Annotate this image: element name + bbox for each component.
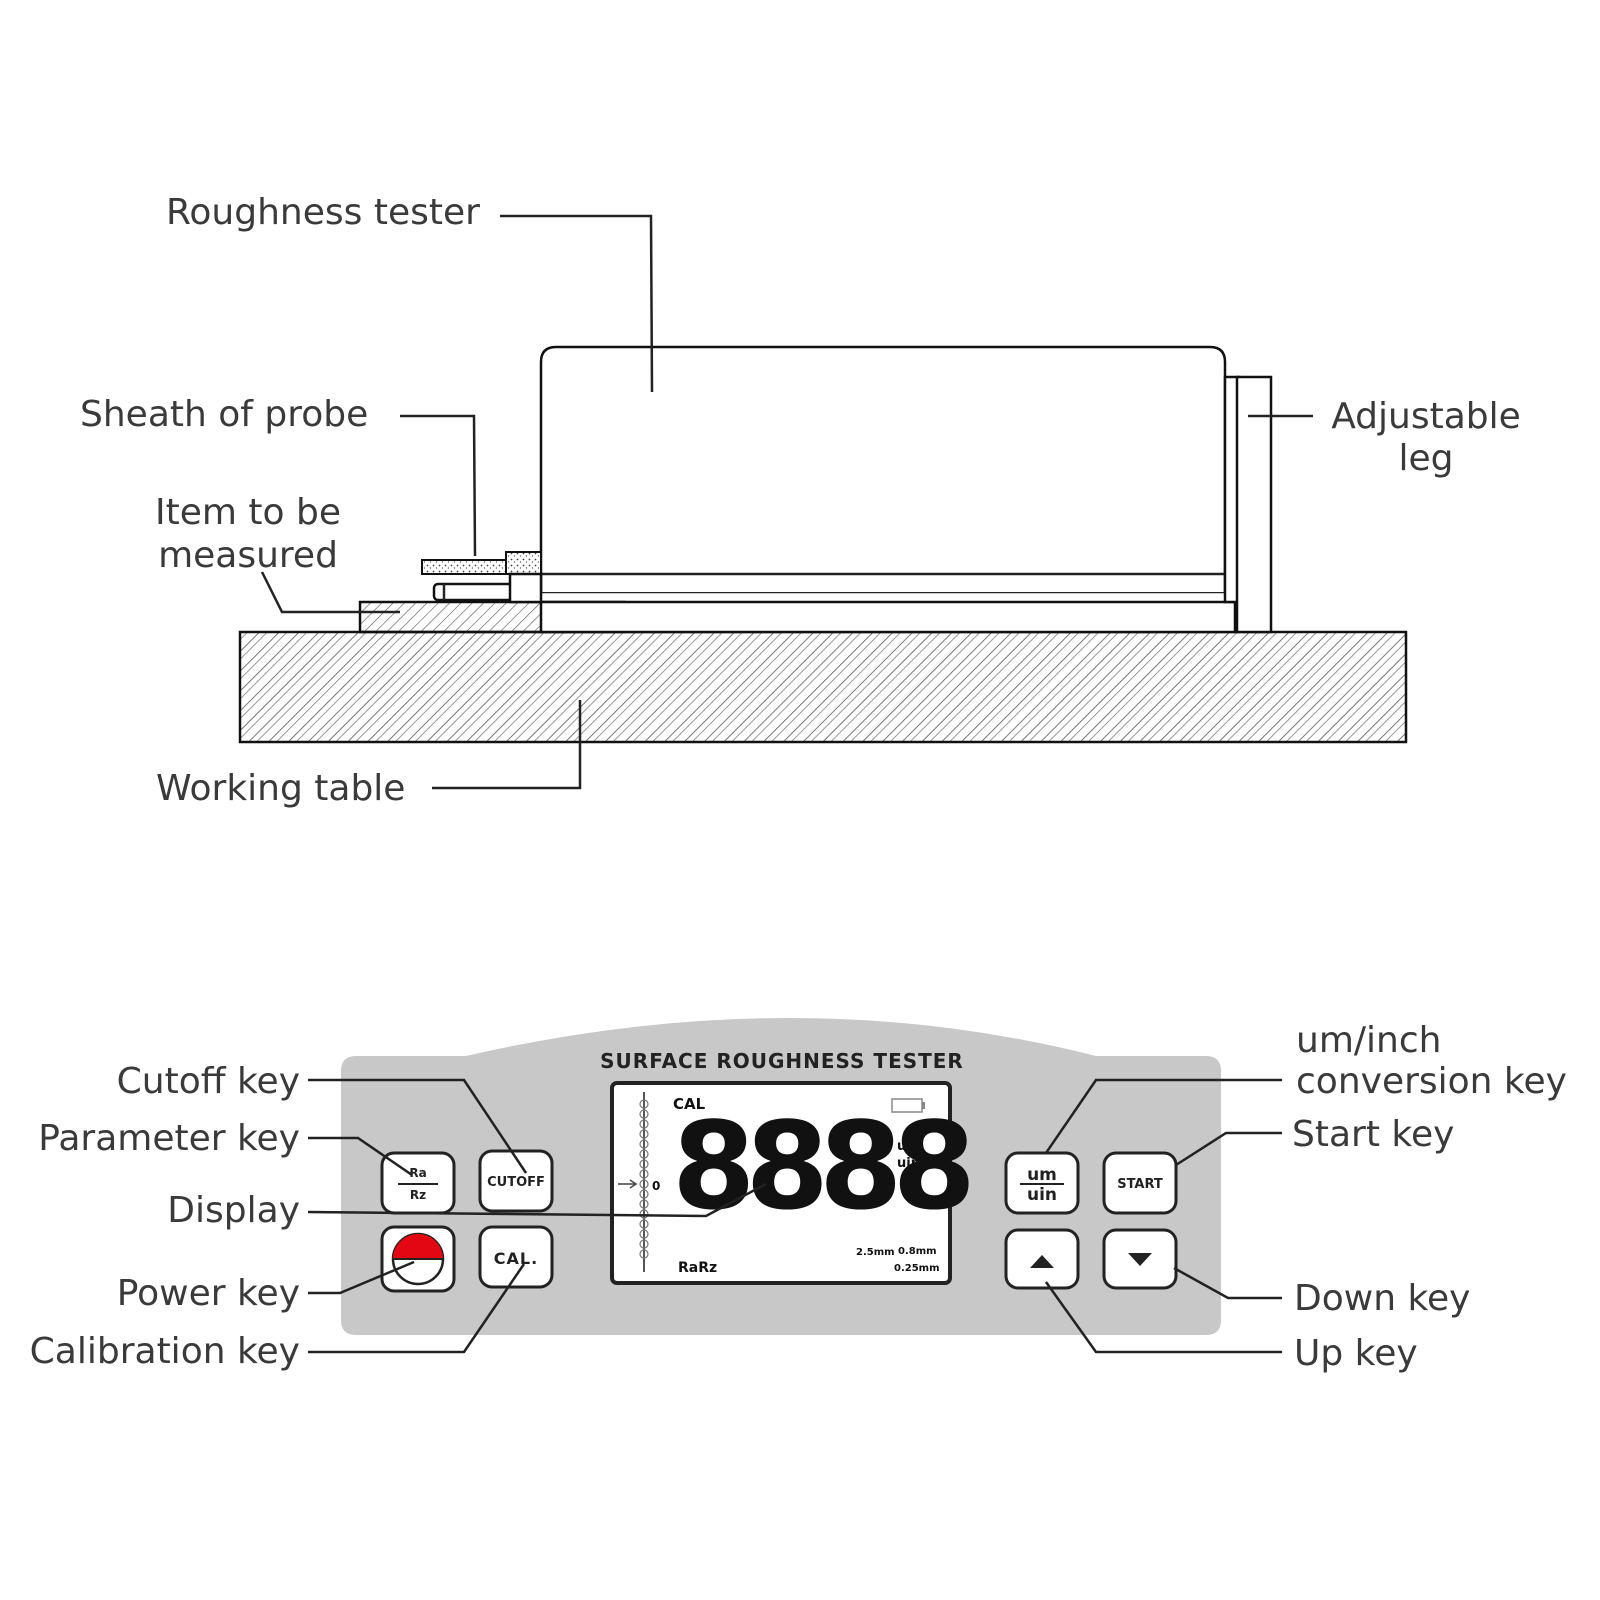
down-arrow-icon — [1128, 1253, 1152, 1266]
parameter-key-rz: Rz — [410, 1188, 426, 1202]
label-power-key: Power key — [117, 1273, 300, 1314]
lcd-digits: 8888 — [672, 1098, 969, 1237]
control-panel: SURFACE ROUGHNESS TESTER 0 CAL 8888 um — [30, 1018, 1567, 1374]
label-units-key-2: conversion key — [1296, 1061, 1567, 1102]
label-cutoff-key: Cutoff key — [117, 1061, 300, 1102]
cutoff-key-label: CUTOFF — [487, 1175, 545, 1190]
tester-body — [539, 345, 1227, 592]
tester-base — [539, 600, 1237, 634]
label-up-key: Up key — [1294, 1333, 1418, 1374]
lcd-cutoff-025: 0.25mm — [894, 1263, 940, 1274]
units-key[interactable]: um uin — [1004, 1151, 1080, 1215]
up-key[interactable] — [1004, 1228, 1080, 1290]
lcd-unit-um: um — [897, 1139, 920, 1154]
calibration-key-label: CAL. — [494, 1249, 538, 1268]
probe — [432, 582, 518, 602]
label-start-key: Start key — [1292, 1114, 1454, 1155]
label-item-measured-2: measured — [158, 535, 338, 576]
lcd-param: RaRz — [678, 1260, 717, 1276]
lcd-cutoff-25: 2.5mm — [856, 1247, 895, 1258]
down-key[interactable] — [1102, 1228, 1178, 1290]
label-calibration-key: Calibration key — [30, 1331, 300, 1372]
start-key-label: START — [1117, 1177, 1163, 1192]
label-down-key: Down key — [1294, 1278, 1470, 1319]
label-item-measured-1: Item to be — [155, 492, 341, 533]
label-working-table: Working table — [156, 768, 405, 809]
power-key[interactable] — [380, 1225, 456, 1293]
setup-diagram: Roughness tester Sheath of probe Item to… — [80, 192, 1521, 809]
up-arrow-icon — [1030, 1255, 1054, 1268]
start-key[interactable]: START — [1102, 1151, 1178, 1215]
label-adjustable-leg-2: leg — [1398, 438, 1453, 479]
lcd-cutoff-08: 0.8mm — [898, 1246, 937, 1257]
label-display: Display — [167, 1190, 300, 1231]
adjustable-leg-post — [1235, 375, 1273, 634]
units-key-uin: uin — [1027, 1185, 1057, 1205]
lcd-zero: 0 — [652, 1179, 660, 1193]
calibration-key[interactable]: CAL. — [478, 1225, 554, 1289]
units-key-um: um — [1027, 1165, 1057, 1185]
label-adjustable-leg-1: Adjustable — [1331, 396, 1521, 437]
label-units-key-1: um/inch — [1296, 1020, 1441, 1061]
working-table — [238, 630, 1408, 744]
lcd-unit-uin: uin — [897, 1156, 920, 1171]
power-icon — [393, 1234, 443, 1259]
probe-sheath-end — [505, 551, 542, 575]
probe-holder — [508, 572, 543, 604]
lcd-display: 0 CAL 8888 um uin RaRz 2.5mm 0.8mm 0.25m… — [610, 1081, 979, 1285]
cutoff-key[interactable]: CUTOFF — [478, 1149, 554, 1213]
lcd-cal-indicator: CAL — [673, 1095, 706, 1113]
label-parameter-key: Parameter key — [38, 1118, 300, 1159]
panel-title: SURFACE ROUGHNESS TESTER — [600, 1049, 964, 1073]
label-sheath-of-probe: Sheath of probe — [80, 394, 368, 435]
label-roughness-tester: Roughness tester — [166, 192, 480, 233]
parameter-key-ra: Ra — [409, 1166, 426, 1180]
